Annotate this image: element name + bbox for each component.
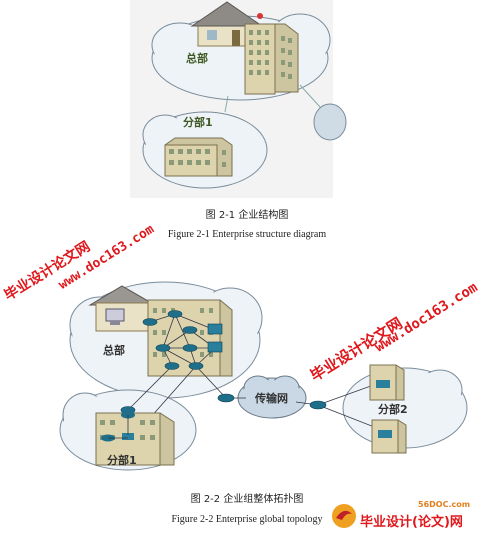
figure-2-2-caption-en: Figure 2-2 Enterprise global topology [171, 514, 323, 525]
logo-swirl-icon [332, 504, 356, 528]
router-icon [182, 344, 198, 352]
watermark-title-text: 毕业设计论文网 [307, 314, 406, 385]
router-icons [120, 310, 327, 414]
enterprise-structure-diagram [130, 0, 347, 198]
router-icon [309, 400, 327, 410]
branch1-building-icon [95, 411, 175, 466]
branch-building-icon [164, 137, 233, 177]
hq-label: 总部 [186, 52, 208, 65]
branch2-building-icon [369, 364, 407, 454]
router-icon [217, 393, 235, 403]
link-line [224, 95, 229, 113]
switch-icon [207, 341, 223, 353]
figure-2-1-caption-cn: 图 2-1 企业结构图 [205, 210, 289, 221]
router-icon [188, 362, 204, 370]
transit-cloud [237, 375, 307, 419]
switch-icon [207, 323, 223, 335]
hq-building-icon [244, 23, 299, 95]
logo-title-text: 毕业设计(论文)网 [360, 515, 463, 530]
enterprise-topology-diagram [59, 281, 468, 471]
router-icon [167, 310, 183, 318]
transit-network-label: 传输网 [255, 392, 288, 405]
site-logo: 56DOC.com 毕业设计(论文)网 [330, 500, 494, 533]
logo-domain-text: 56DOC.com [418, 500, 471, 509]
figure-2-1-caption-en: Figure 2-1 Enterprise structure diagram [167, 229, 327, 240]
watermark-left: www.doc163.com 毕业设计论文网 [0, 220, 194, 310]
hq-label: 总部 [103, 344, 125, 357]
hq-building-icon [147, 299, 233, 377]
branch2-label: 分部2 [378, 403, 408, 416]
branch-label: 分部1 [183, 116, 213, 129]
branch1-label: 分部1 [107, 454, 137, 467]
router-icon [182, 326, 198, 334]
router-icon [164, 362, 180, 370]
hq-house-icon [190, 1, 264, 47]
watermark-right: www.doc163.com 毕业设计论文网 [300, 230, 494, 384]
hq-house-icon [88, 285, 157, 332]
router-icon [155, 344, 171, 352]
network-cloud-partial [313, 103, 347, 141]
figure-2-2-caption-cn: 图 2-2 企业组整体拓扑图 [190, 494, 304, 505]
router-icon [142, 318, 158, 326]
